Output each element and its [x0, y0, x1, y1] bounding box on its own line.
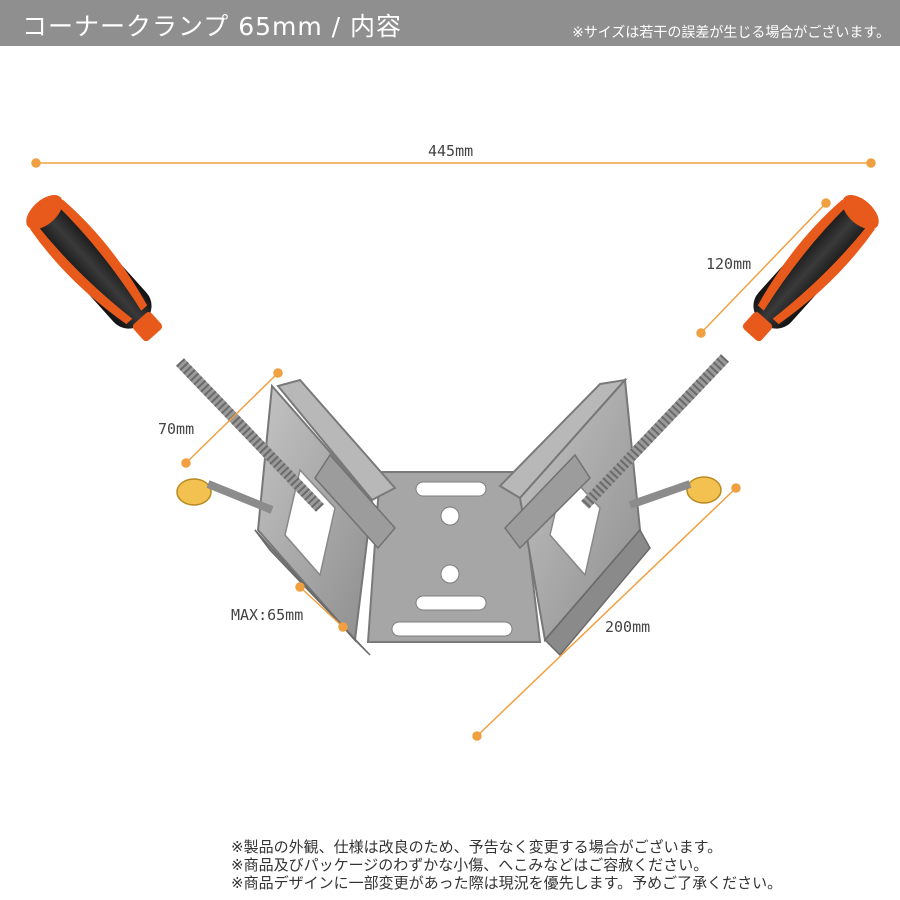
note-line: ※商品及びパッケージのわずかな小傷、へこみなどはご容赦ください。	[231, 856, 709, 874]
width-dimension-label: 445mm	[428, 142, 474, 160]
disclaimer-notes: ※製品の外観、仕様は改良のため、予告なく変更する場合がございます。 ※商品及びパ…	[231, 838, 782, 892]
left-clamp-body	[254, 378, 397, 656]
dimension-lines	[31, 158, 876, 741]
opening-dimension-label: MAX:65mm	[231, 606, 304, 624]
right-screw	[581, 354, 729, 509]
header-bar: コーナークランプ 65mm / 内容 ※サイズは若干の誤差が生じる場合がございま…	[0, 0, 900, 46]
left-handle	[26, 194, 163, 342]
right-clamp-body	[498, 377, 651, 657]
left-screw	[176, 358, 324, 512]
arm-dimension-label: 200mm	[605, 618, 651, 636]
size-disclaimer: ※サイズは若干の誤差が生じる場合がございます。	[572, 25, 890, 41]
left-pad	[176, 478, 274, 514]
right-handle	[742, 194, 879, 342]
handle-dimension-label: 120mm	[706, 255, 752, 273]
jaw-dimension-label: 70mm	[158, 420, 195, 438]
note-line: ※商品デザインに一部変更があった際は現況を優先します。予めご了承ください。	[231, 874, 783, 892]
page-title: コーナークランプ 65mm / 内容	[22, 12, 403, 41]
note-line: ※製品の外観、仕様は改良のため、予告なく変更する場合がございます。	[231, 838, 723, 856]
right-pad	[628, 476, 722, 509]
base-plate	[366, 471, 542, 643]
